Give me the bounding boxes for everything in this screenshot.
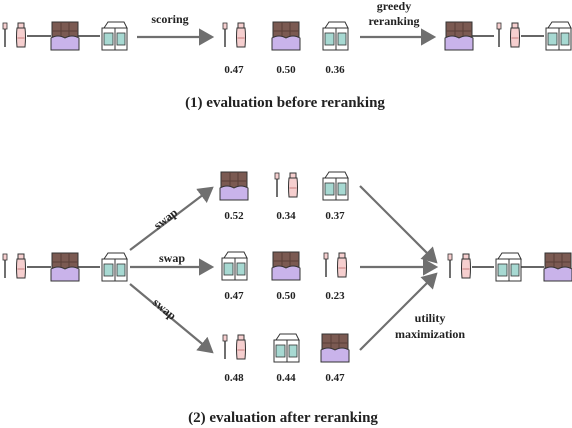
utility-arrow-top bbox=[359, 185, 438, 264]
chocolate-icon bbox=[50, 252, 80, 282]
scoring-label: scoring bbox=[151, 12, 188, 26]
toothpaste-icon bbox=[274, 172, 299, 198]
milk-carton-icon bbox=[322, 171, 349, 201]
chocolate-icon bbox=[219, 171, 249, 201]
chocolate-icon bbox=[444, 21, 474, 51]
score-value: 0.34 bbox=[276, 210, 296, 222]
section2-title: (2) evaluation after reranking bbox=[188, 410, 378, 426]
toothpaste-icon bbox=[496, 22, 521, 48]
score-value: 0.47 bbox=[224, 290, 244, 302]
section1-title: (1) evaluation before reranking bbox=[185, 95, 385, 111]
s1-scored-items: 0.47 0.50 0.36 bbox=[222, 21, 349, 76]
milk-carton-icon bbox=[221, 251, 248, 281]
toothpaste-icon bbox=[222, 334, 247, 360]
milk-carton-icon bbox=[101, 21, 128, 51]
swap-arrow-bottom bbox=[129, 283, 214, 354]
score-value: 0.36 bbox=[325, 64, 345, 76]
maximization-label: maximization bbox=[395, 327, 465, 341]
milk-carton-icon bbox=[545, 21, 572, 51]
score-value: 0.44 bbox=[276, 372, 296, 384]
milk-carton-icon bbox=[495, 252, 522, 282]
swap-arrow-top bbox=[129, 186, 214, 251]
milk-carton-icon bbox=[273, 333, 300, 363]
score-value: 0.47 bbox=[224, 64, 244, 76]
swap-label-top: swap bbox=[151, 205, 180, 232]
chocolate-icon bbox=[543, 252, 572, 282]
s2-candidate-lists: 0.52 0.34 0.37 0.47 0.50 0.23 0.48 0.44 0.47 bbox=[219, 171, 350, 384]
s1-input-sequence bbox=[2, 21, 128, 51]
score-value: 0.37 bbox=[325, 210, 345, 222]
utility-label: utility bbox=[415, 311, 446, 325]
toothpaste-icon bbox=[222, 22, 247, 48]
score-value: 0.47 bbox=[325, 372, 345, 384]
section-before-reranking: scoring 0.47 0.50 0.36 greedy reranking (1… bbox=[2, 0, 572, 111]
score-value: 0.23 bbox=[325, 290, 345, 302]
toothpaste-icon bbox=[447, 253, 472, 279]
toothpaste-icon bbox=[2, 253, 27, 279]
score-value: 0.50 bbox=[276, 64, 296, 76]
greedy-label: greedy bbox=[377, 0, 411, 13]
reranking-label: reranking bbox=[368, 14, 419, 28]
milk-carton-icon bbox=[322, 21, 349, 51]
score-value: 0.48 bbox=[224, 372, 244, 384]
swap-label-bottom: swap bbox=[150, 295, 179, 323]
score-value: 0.52 bbox=[224, 210, 244, 222]
chocolate-icon bbox=[320, 333, 350, 363]
s2-output-sequence bbox=[447, 252, 572, 282]
toothpaste-icon bbox=[2, 22, 27, 48]
score-value: 0.50 bbox=[276, 290, 296, 302]
chocolate-icon bbox=[271, 251, 301, 281]
chocolate-icon bbox=[271, 21, 301, 51]
swap-label-middle: swap bbox=[159, 251, 185, 265]
chocolate-icon bbox=[50, 21, 80, 51]
s1-output-sequence bbox=[444, 21, 572, 51]
s2-input-sequence bbox=[2, 252, 128, 282]
utility-arrow-bottom bbox=[359, 272, 438, 351]
toothpaste-icon bbox=[323, 252, 348, 278]
milk-carton-icon bbox=[101, 252, 128, 282]
